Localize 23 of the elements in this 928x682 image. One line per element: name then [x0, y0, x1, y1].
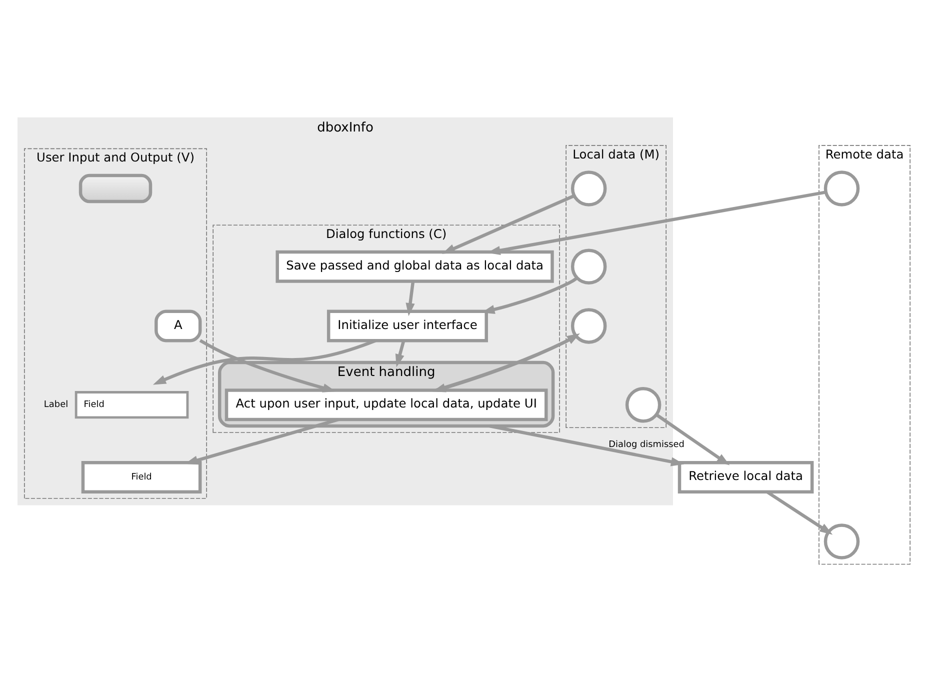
- node-box: Field: [81, 460, 202, 494]
- arrow: [395, 340, 406, 368]
- node-circle: [824, 524, 860, 560]
- node-circle: [824, 170, 860, 206]
- edge-label: Dialog dismissed: [608, 440, 684, 450]
- node-circle: [625, 386, 662, 423]
- arrow: [442, 194, 575, 254]
- arrow: [656, 413, 730, 466]
- node-box: Retrieve local data: [678, 460, 814, 494]
- arrow: [152, 339, 376, 385]
- node-box: Save passed and global data as local data: [276, 250, 554, 283]
- node-box: Initialize user interface: [326, 310, 488, 342]
- node-circle: [570, 248, 607, 284]
- arrow: [489, 424, 684, 466]
- node-box: A: [154, 310, 202, 342]
- node-box: [78, 174, 152, 204]
- node-box: Act upon user input, update local data, update UI: [224, 388, 548, 422]
- node-label: Label: [44, 400, 68, 410]
- arrow: [406, 281, 415, 316]
- arrow: [766, 490, 833, 535]
- node-circle: [570, 308, 607, 344]
- arrow: [199, 339, 336, 392]
- node-circle: [570, 170, 607, 206]
